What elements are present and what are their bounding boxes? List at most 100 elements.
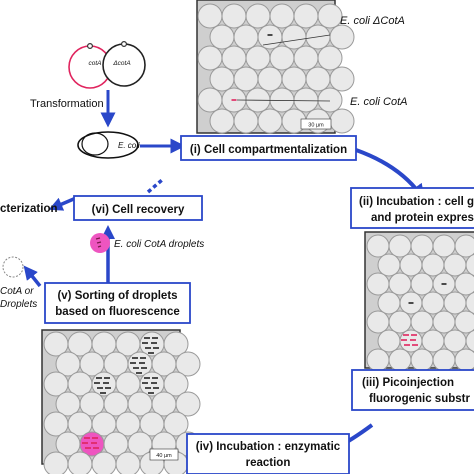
droplet [432,234,456,258]
transformation-label: Transformation [30,98,104,110]
droplet [269,45,295,71]
droplet [399,329,423,353]
discard-label-line2: Droplets [0,299,37,310]
droplet [221,45,247,71]
droplet [465,291,474,315]
droplet [443,329,467,353]
droplet [366,310,390,334]
droplet [293,45,319,71]
step-3-box: (iii) Picoinjection fluorogenic substr [351,369,474,411]
droplet [317,87,343,113]
callout-line-dcota [262,34,331,46]
droplet [245,45,271,71]
droplet [43,451,69,474]
droplet [443,291,467,315]
droplet [366,348,390,372]
droplet [454,272,474,296]
discarded-droplet [2,256,24,278]
panel-compartmentalization: 30 µm [196,0,355,134]
scale-bar-bottom-label: 40 µm [156,453,172,459]
droplet [175,391,201,417]
ecoli-cota-label: E. coli CotA [350,96,407,108]
callout-line-cota [236,99,331,102]
droplet [221,3,247,29]
discard-label-line1: CotA or [0,286,34,297]
droplets-label: E. coli CotA droplets [114,239,204,250]
droplet [281,66,307,92]
droplet [399,253,423,277]
droplet [366,272,390,296]
panel-protein-expression [364,231,474,372]
droplet [388,310,412,334]
droplet [163,371,189,397]
droplet [281,24,307,50]
droplet [233,108,259,134]
step-3-label-line1: (iii) Picoinjection [362,377,454,389]
droplet [257,66,283,92]
droplet [197,87,223,113]
scale-bar-bottom [149,448,179,461]
dashed-return-arrow [146,178,164,194]
step-5-box: (v) Sorting of droplets based on fluores… [44,282,191,324]
droplet [257,108,283,134]
droplet [233,24,259,50]
step-3-label-line2: fluorogenic substr [369,393,470,405]
droplet [410,234,434,258]
droplet [410,348,434,372]
plasmid-dcota: ΔcotA [102,40,146,87]
droplet [209,66,235,92]
droplet [91,451,117,474]
step-1-box: (i) Cell compartmentalization [180,135,357,161]
droplet [388,348,412,372]
droplet [245,3,271,29]
droplet [388,272,412,296]
droplet [305,66,331,92]
droplet [329,108,355,134]
droplet [454,348,474,372]
plasmid-dcota-label: ΔcotA [112,60,130,67]
droplet [432,348,456,372]
droplet [197,3,223,29]
droplet-grid-top [197,3,355,134]
droplet [421,329,445,353]
step-4-label-line2: reaction [246,457,291,469]
step-5-label-line1: (v) Sorting of droplets [57,290,177,302]
droplet [329,66,355,92]
droplet [293,3,319,29]
droplet [293,87,319,113]
step-2-label-line2: and protein express [371,212,474,224]
step-5-label-line2: based on fluorescence [55,306,180,318]
ecoli-dcota-label: E. coli ΔCotA [340,15,405,27]
droplet [366,234,390,258]
droplet [443,253,467,277]
droplet [377,253,401,277]
droplet [410,272,434,296]
droplet [421,253,445,277]
droplet [67,451,93,474]
droplet [197,45,223,71]
droplet-grid-bottom [43,331,201,474]
step-4-box: (iv) Incubation : enzymatic reaction [186,433,350,474]
droplet [233,66,259,92]
droplet [269,3,295,29]
sorted-droplet [90,233,110,253]
panel-enzymatic-reaction: 40 µm [41,329,201,474]
droplet [465,253,474,277]
step-1-label: (i) Cell compartmentalization [190,144,347,156]
step-6-label: (vi) Cell recovery [92,204,185,216]
step-4-label-line1: (iv) Incubation : enzymatic [196,441,341,453]
droplet [115,451,141,474]
droplet [317,45,343,71]
droplet [465,329,474,353]
ecoli-cell: E. coli [77,131,140,159]
droplet [377,291,401,315]
step-6-box: (vi) Cell recovery [73,195,203,221]
droplet [317,3,343,29]
droplet [377,329,401,353]
droplet [163,411,189,437]
scale-bar-top-label: 30 µm [308,123,324,129]
droplet [454,310,474,334]
ecoli-cell-label: E. coli [118,141,140,150]
